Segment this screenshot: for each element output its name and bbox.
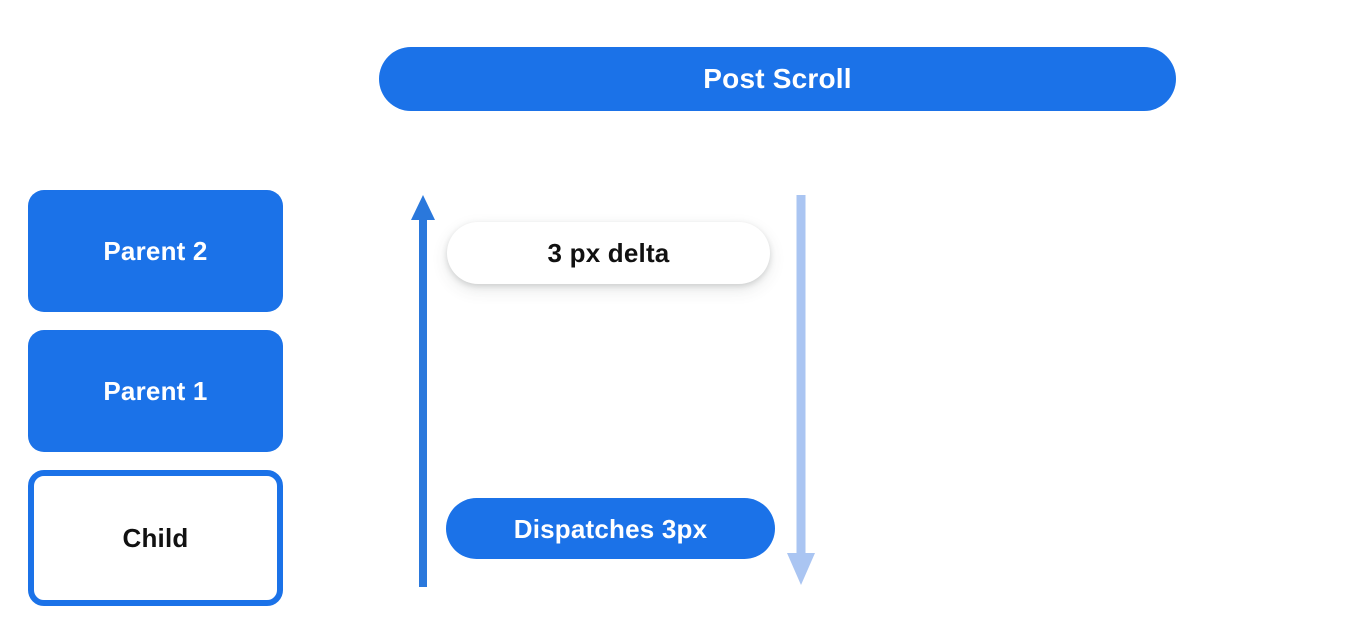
post-scroll-header-label: Post Scroll xyxy=(703,63,852,94)
scroll-down-arrow-icon xyxy=(787,195,815,585)
dispatch-pill[interactable]: Dispatches 3px xyxy=(446,498,775,559)
scroll-up-arrow-icon xyxy=(411,195,435,587)
delta-pill[interactable]: 3 px delta xyxy=(447,222,770,284)
stack-box-parent-1-label: Parent 1 xyxy=(103,376,208,406)
view-hierarchy-stack: Parent 2 Parent 1 Child xyxy=(28,190,283,606)
stack-box-child-label: Child xyxy=(122,523,189,553)
post-scroll-header-pill[interactable]: Post Scroll xyxy=(379,47,1176,111)
stack-box-parent-2-label: Parent 2 xyxy=(103,236,208,266)
stack-box-parent-2[interactable]: Parent 2 xyxy=(28,190,283,312)
delta-pill-label: 3 px delta xyxy=(547,238,670,268)
dispatch-pill-label: Dispatches 3px xyxy=(513,513,708,544)
stack-box-child[interactable]: Child xyxy=(28,470,283,606)
stack-box-parent-1[interactable]: Parent 1 xyxy=(28,330,283,452)
